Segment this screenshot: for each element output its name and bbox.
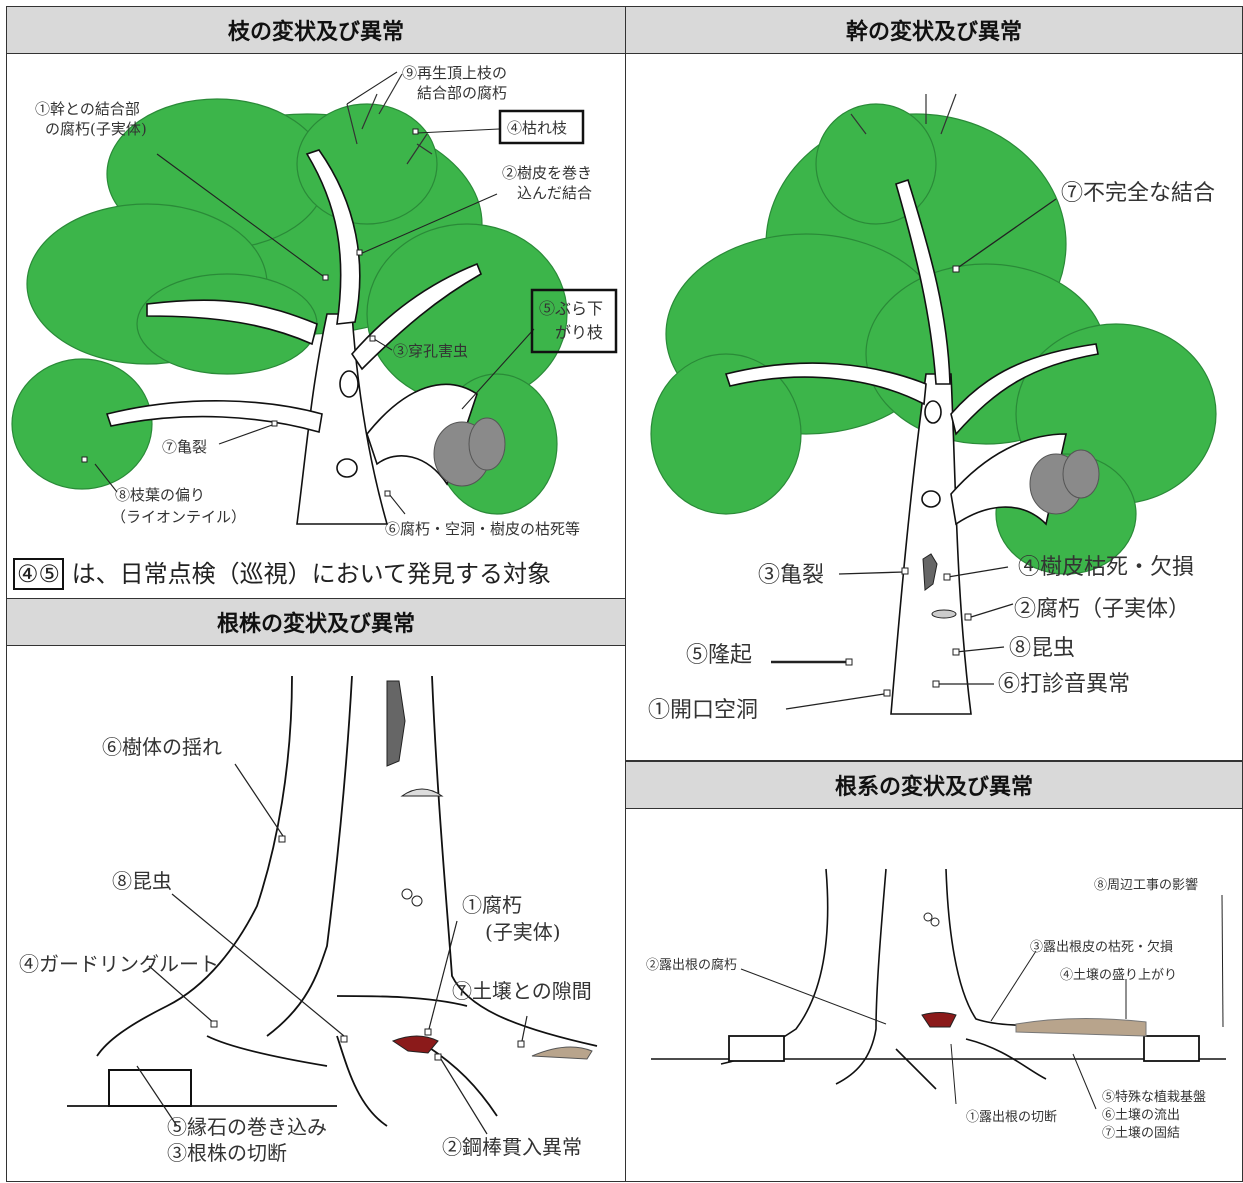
branch-label-5b: がり枝 (555, 323, 603, 342)
roots-label-2: ②露出根の腐朽 (646, 958, 737, 973)
branch-label-4: ④枯れ枝 (507, 119, 567, 137)
trunk-label-2: ②腐朽（子実体） (1014, 597, 1190, 622)
roots-leader-lines (740, 894, 1224, 1110)
branch-label-8b: （ライオンテイル） (111, 508, 246, 526)
rootstock-label-4: ④ガードリングルート (19, 952, 219, 976)
branch-label-5a: ⑤ぶら下 (539, 299, 603, 318)
rootstock-label-2: ②鋼棒貫入異常 (442, 1135, 582, 1159)
rootstock-panel-header: 根株の変状及び異常 (6, 598, 626, 646)
branch-label-2b: 込んだ結合 (517, 184, 592, 202)
rootstock-label-5: ⑤縁石の巻き込み (167, 1115, 327, 1139)
rootstock-label-8: ⑧昆虫 (112, 869, 172, 893)
roots-label-9: ⑧周辺工事の影響 (1094, 877, 1198, 893)
branch-label-8a: ⑧枝葉の偏り (115, 486, 205, 504)
trunk-label-1: ①開口空洞 (648, 698, 758, 723)
branch-note-boxed-numbers: ④⑤ (13, 558, 65, 590)
trunk-label-3: ③亀裂 (758, 563, 824, 588)
trunk-label-7: ⑦不完全な結合 (1061, 181, 1215, 206)
branch-label-3: ③穿孔害虫 (393, 342, 468, 360)
roots-label-3: ③露出根皮の枯死・欠損 (1030, 939, 1173, 955)
rootstock-illustration (67, 675, 598, 1127)
branch-note-text: は、日常点検（巡視）において発見する対象 (71, 560, 551, 588)
rootstock-diagram: ⑥樹体の揺れ ⑧昆虫 ①腐朽 (子実体) ④ガードリングルート ⑦土壌との隙間 … (19, 675, 598, 1165)
trunk-label-8: ⑧昆虫 (1009, 636, 1075, 661)
rootstock-panel-title: 根株の変状及び異常 (216, 612, 415, 637)
branch-label-1a: ①幹との結合部 (35, 100, 140, 118)
roots-panel-header: 根系の変状及び異常 (625, 761, 1243, 809)
rootstock-label-1b: (子実体) (485, 920, 561, 944)
branch-panel-header: 枝の変状及び異常 (6, 6, 626, 54)
roots-panel-title: 根系の変状及び異常 (834, 775, 1033, 800)
branch-label-2a: ②樹皮を巻き (502, 164, 592, 182)
trunk-panel-header: 幹の変状及び異常 (625, 6, 1243, 54)
branch-tree-illustration (11, 73, 568, 525)
branch-leader-lines (94, 71, 535, 515)
trunk-panel-title: 幹の変状及び異常 (845, 20, 1022, 45)
roots-label-6: ⑥土壌の流出 (1102, 1108, 1180, 1123)
branch-label-1b: の腐朽(子実体) (45, 120, 147, 138)
branch-diagram: ①幹との結合部 の腐朽(子実体) ⑨再生頂上枝の 結合部の腐朽 ④枯れ枝 ②樹皮… (11, 64, 618, 538)
branch-label-6: ⑥腐朽・空洞・樹皮の枯死等 (385, 520, 580, 538)
rootstock-label-1a: ①腐朽 (462, 893, 522, 917)
rootstock-panel: ⑥樹体の揺れ ⑧昆虫 ①腐朽 (子実体) ④ガードリングルート ⑦土壌との隙間 … (6, 645, 626, 1182)
roots-label-7: ⑦土壌の固結 (1102, 1126, 1180, 1141)
rootstock-label-7: ⑦土壌との隙間 (452, 979, 592, 1003)
roots-label-4: ④土壌の盛り上がり (1060, 968, 1177, 983)
rootstock-leader-lines (136, 763, 528, 1135)
roots-diagram: ⑧周辺工事の影響 ②露出根の腐朽 ③露出根皮の枯死・欠損 ④土壌の盛り上がり ⑤… (646, 868, 1226, 1141)
trunk-leader-lines (771, 198, 1057, 710)
branch-panel: ①幹との結合部 の腐朽(子実体) ⑨再生頂上枝の 結合部の腐朽 ④枯れ枝 ②樹皮… (6, 53, 626, 599)
branch-label-9b: 結合部の腐朽 (417, 84, 507, 102)
roots-panel: ⑧周辺工事の影響 ②露出根の腐朽 ③露出根皮の枯死・欠損 ④土壌の盛り上がり ⑤… (625, 808, 1243, 1182)
branch-label-7: ⑦亀裂 (162, 438, 207, 456)
trunk-label-6: ⑥打診音異常 (998, 672, 1130, 697)
roots-label-1: ①露出根の切断 (966, 1110, 1057, 1125)
rootstock-label-3: ③根株の切断 (167, 1141, 287, 1165)
trunk-label-5: ⑤隆起 (686, 643, 752, 668)
branch-panel-title: 枝の変状及び異常 (227, 20, 404, 45)
trunk-tree-illustration (650, 93, 1217, 715)
roots-label-5: ⑤特殊な植栽基盤 (1102, 1089, 1206, 1105)
rootstock-label-6: ⑥樹体の揺れ (102, 735, 222, 759)
branch-label-9a: ⑨再生頂上枝の (402, 64, 507, 82)
trunk-label-4: ④樹皮枯死・欠損 (1018, 555, 1194, 580)
branch-note: ④⑤ は、日常点検（巡視）において発見する対象 (13, 554, 551, 590)
trunk-diagram: ⑦不完全な結合 ③亀裂 ④樹皮枯死・欠損 ②腐朽（子実体） ⑤隆起 ⑧昆虫 ⑥打… (648, 93, 1217, 723)
trunk-panel: ⑦不完全な結合 ③亀裂 ④樹皮枯死・欠損 ②腐朽（子実体） ⑤隆起 ⑧昆虫 ⑥打… (625, 53, 1243, 761)
